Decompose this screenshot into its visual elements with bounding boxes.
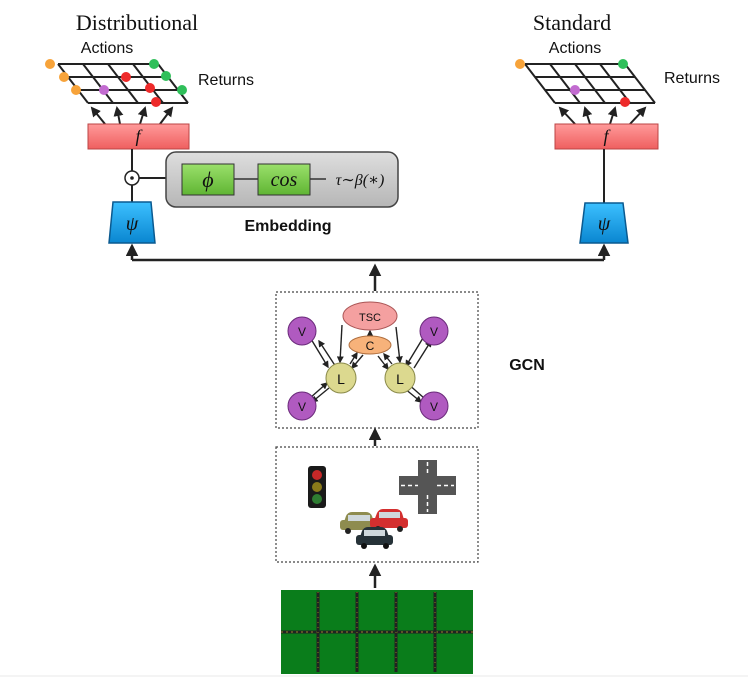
dist-f-block [87,123,190,150]
c-label: C [366,339,375,353]
road-network-map [281,590,473,674]
road-intersection-icon [399,460,456,514]
cars-icon [340,509,408,549]
cos-label: cos [271,169,298,191]
v-node-bottom-right [419,391,449,421]
dist-f-label: f [135,126,143,146]
v-node-top-left [287,316,317,346]
distributional-title: Distributional [76,10,198,35]
std-f-output-arrows [558,106,647,125]
dist-f-output-arrows [90,106,174,125]
dist-actions-label: Actions [81,40,133,57]
std-returns-label: Returns [664,70,720,87]
l-label-left: L [337,371,345,387]
dist-return-grid [57,63,189,104]
v-node-bottom-left [287,391,317,421]
c-node [348,335,392,355]
dist-psi-block [108,201,156,244]
dist-returns-label: Returns [198,72,254,89]
std-return-dots [515,59,630,107]
v-label-bottom-left: V [298,400,306,414]
l-node-left [325,362,357,394]
std-psi-label: ψ [598,213,611,235]
odot-center [130,176,134,180]
l-node-right [384,362,416,394]
dist-return-dots [45,59,187,107]
l-label-right: L [396,371,404,387]
tau-sampling-label: τ∼β(∗) [336,172,385,189]
v-label-bottom-right: V [430,400,438,414]
std-return-grid [524,63,656,104]
standard-title: Standard [533,10,611,35]
dist-psi-label: ψ [126,213,139,235]
v-label-top-right: V [430,325,438,339]
std-actions-label: Actions [549,40,601,57]
std-psi-block [579,202,629,244]
v-label-top-left: V [298,325,306,339]
embedding-caption: Embedding [244,218,331,235]
phi-label: ϕ [202,167,213,192]
v-node-top-right [419,316,449,346]
tsc-node [342,301,398,331]
traffic-light-icon [308,466,326,508]
tsc-label: TSC [359,312,381,324]
std-f-block [554,123,659,150]
gcn-caption: GCN [509,357,545,374]
std-f-label: f [603,126,611,146]
shared-feature-bus [125,243,611,291]
